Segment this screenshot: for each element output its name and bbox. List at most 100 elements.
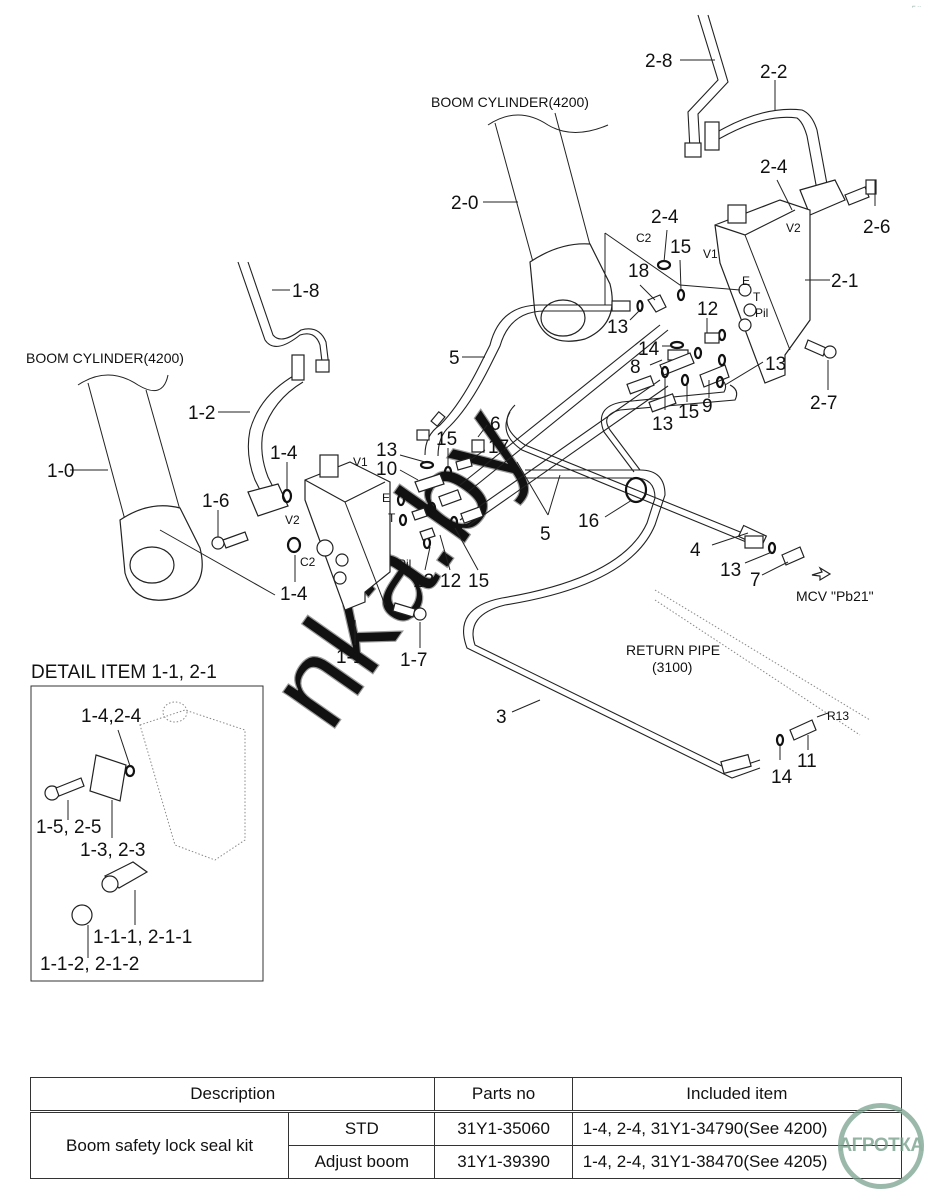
- callout-2-6: 2-6: [863, 217, 890, 238]
- callout-12-a: 12: [697, 299, 718, 320]
- callout-13-c: 13: [765, 354, 786, 375]
- pipe-1-2: [247, 354, 305, 517]
- label-boom-cylinder-left: BOOM CYLINDER(4200): [26, 350, 184, 366]
- hydraulic-piping-diagram: nka.by BOOM CYLINDER(4200): [26, 14, 890, 982]
- callout-2-7: 2-7: [810, 393, 837, 414]
- hose-bundle: [459, 324, 768, 548]
- boom-cylinder-right: [487, 112, 613, 342]
- callout-13-d: 13: [376, 440, 397, 461]
- callout-1-4-upper: 1-4: [270, 443, 298, 464]
- callout-2-8: 2-8: [645, 51, 672, 72]
- callout-2-4-upper: 2-4: [760, 157, 788, 178]
- callout-14-a: 14: [638, 339, 660, 360]
- detail-parts: [44, 729, 149, 958]
- callout-18: 18: [628, 261, 649, 282]
- header-parts-no: Parts no: [434, 1077, 573, 1113]
- callout-3: 3: [496, 707, 507, 728]
- callout-1-2: 1-2: [188, 403, 215, 424]
- header-description: Description: [29, 1077, 436, 1113]
- callout-13-e: 13: [413, 571, 434, 592]
- detail-label-plate: 1-3, 2-3: [80, 840, 145, 861]
- callout-11: 11: [797, 751, 817, 772]
- variant-cell: STD: [288, 1111, 436, 1146]
- callout-5-b: 5: [540, 524, 551, 545]
- callout-13-b: 13: [652, 414, 673, 435]
- leader-lines: [70, 59, 876, 760]
- tee-11: [654, 589, 871, 747]
- port-right-pil: Pil: [755, 306, 768, 320]
- detail-title: DETAIL ITEM 1-1, 2-1: [31, 662, 217, 683]
- callout-8: 8: [630, 357, 641, 378]
- callout-6: 6: [490, 414, 501, 435]
- brand-logo: АГРОТКА: [838, 1103, 924, 1189]
- header-included-item: Included item: [571, 1077, 903, 1113]
- kit-name-cell: Boom safety lock seal kit: [29, 1111, 290, 1179]
- callout-15-c: 15: [436, 429, 457, 450]
- clamp-16: [624, 476, 648, 504]
- label-mcv-pb21: MCV "Pb21": [796, 588, 874, 604]
- port-left-pil: Pil: [398, 557, 411, 571]
- brand-logo-text: АГРОТКА: [838, 1135, 924, 1156]
- callout-15-d: 15: [468, 571, 489, 592]
- detail-valve-outline: [139, 701, 246, 861]
- hose-3: [463, 469, 761, 779]
- callout-2-2: 2-2: [760, 62, 787, 83]
- port-right-v2: V2: [786, 221, 801, 235]
- detail-box: [30, 685, 264, 982]
- port-right-t: T: [753, 290, 761, 304]
- port-right-c2: C2: [636, 231, 652, 245]
- boom-cylinder-left: [77, 374, 203, 601]
- port-left-v1: V1: [353, 455, 368, 469]
- corner-mark: ⌐ ··: [912, 4, 922, 10]
- label-return-pipe: RETURN PIPE: [626, 642, 720, 658]
- callout-12-b: 12: [440, 571, 461, 592]
- hose-5: [424, 304, 612, 457]
- callout-4: 4: [690, 540, 701, 561]
- oring-1-4-lower: [286, 536, 302, 554]
- hose-4-end: [744, 535, 832, 582]
- variant-cell: Adjust boom: [288, 1145, 436, 1179]
- callout-2-1: 2-1: [831, 271, 858, 292]
- bolt-2-6: [844, 179, 877, 206]
- pipe-2-8: [684, 14, 729, 158]
- port-left-v2: V2: [285, 513, 300, 527]
- label-boom-cylinder-right: BOOM CYLINDER(4200): [431, 94, 589, 110]
- safety-valve-2-1: [714, 199, 811, 384]
- label-r13: R13: [827, 709, 849, 723]
- pipe-2-2: [704, 108, 846, 216]
- table-row: Boom safety lock seal kit STD 31Y1-35060…: [29, 1111, 903, 1179]
- port-left-c2: C2: [300, 555, 316, 569]
- callouts: 2-8 2-2 2-0 2-4 2-6 2-4 2-1 2-7 15 18 13…: [47, 51, 890, 788]
- port-right-e: E: [742, 274, 750, 288]
- table-header-row: Description Parts no Included item: [29, 1077, 903, 1113]
- detail-label-oring: 1-4,2-4: [81, 706, 142, 727]
- callout-14-b: 14: [771, 767, 793, 788]
- callout-15-a: 15: [670, 237, 691, 258]
- bolt-2-7: [804, 339, 837, 359]
- detail-label-bolt: 1-5, 2-5: [36, 817, 101, 838]
- callout-17: 17: [488, 437, 509, 458]
- callout-5-a: 5: [449, 348, 460, 369]
- callout-13-f: 13: [720, 560, 741, 581]
- callout-15-b: 15: [678, 402, 699, 423]
- port-left-e: E: [382, 491, 390, 505]
- detail-label-cap: 1-1-2, 2-1-2: [40, 954, 139, 975]
- callout-2-4-lower: 2-4: [651, 207, 679, 228]
- callout-1-7: 1-7: [400, 650, 427, 671]
- callout-9: 9: [702, 396, 713, 417]
- callout-1-1: 1-1: [336, 647, 363, 668]
- label-return-pipe-number: (3100): [652, 659, 692, 675]
- port-right-v1: V1: [703, 247, 718, 261]
- callout-13-a: 13: [607, 317, 628, 338]
- callout-1-6: 1-6: [202, 491, 229, 512]
- callout-2-0: 2-0: [451, 193, 478, 214]
- parts-no-cell: 31Y1-35060: [434, 1111, 573, 1146]
- oring-1-4-upper: [281, 488, 293, 504]
- port-left-t: T: [388, 511, 396, 525]
- parts-no-cell: 31Y1-39390: [434, 1145, 573, 1179]
- callout-1-4-lower: 1-4: [280, 584, 308, 605]
- callout-10: 10: [376, 459, 397, 480]
- detail-label-plug-body: 1-1-1, 2-1-1: [93, 927, 192, 948]
- safety-valve-1-1: [304, 454, 391, 611]
- port-labels: V1 V2 E T Pil C2 V1 V2 E T Pil C2 R13: [285, 221, 849, 723]
